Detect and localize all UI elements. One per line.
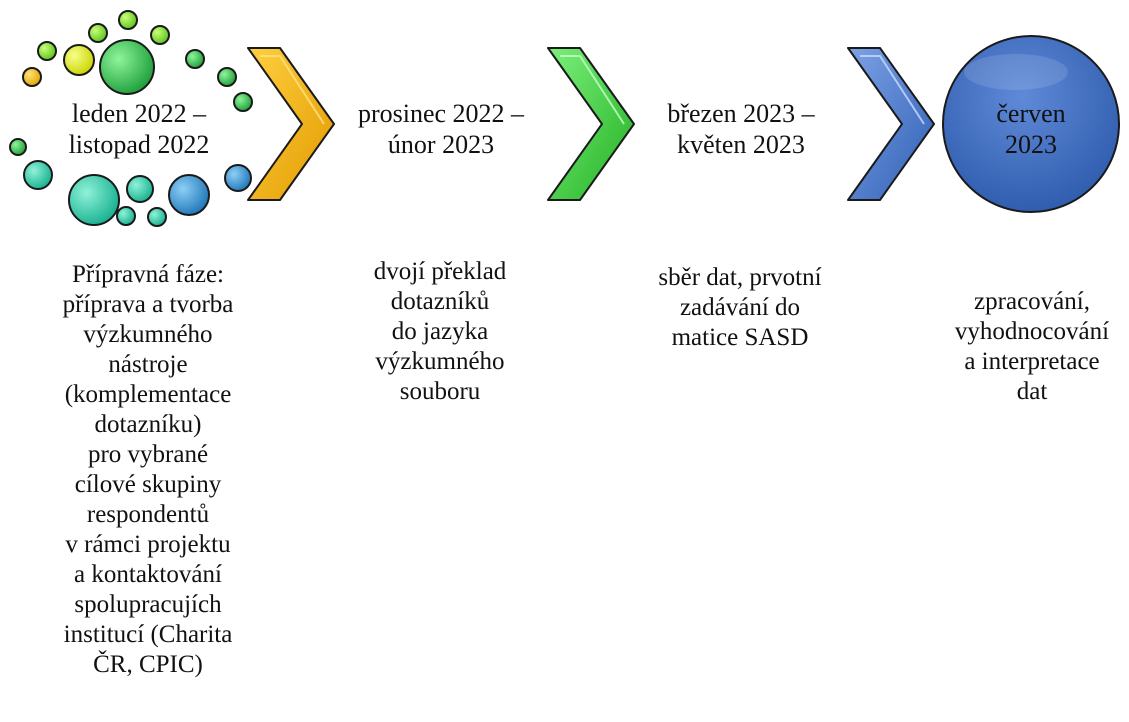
phase-4-date: červen 2023	[996, 99, 1066, 159]
bubble-icon	[185, 49, 205, 69]
bubble-icon	[217, 67, 237, 87]
phase-1-description: Přípravná fáze: příprava a tvorba výzkum…	[62, 261, 234, 678]
phase-2-date: prosinec 2022 – únor 2023	[357, 99, 525, 159]
bubble-icon	[23, 160, 53, 190]
phase-2-description: dvojí překlad dotazníků do jazyka výzkum…	[373, 258, 507, 405]
bubble-icon	[22, 67, 42, 87]
bubble-icon	[99, 39, 155, 95]
phase-4-description: zpracování, vyhodnocování a interpretace…	[954, 288, 1110, 405]
bubble-icon	[224, 164, 252, 192]
chevron-arrow-2	[547, 47, 635, 201]
bubble-icon	[168, 174, 210, 216]
bubble-icon	[9, 138, 27, 156]
phase-3-description: sběr dat, prvotní zadávání do matice SAS…	[658, 264, 822, 351]
bubble-icon	[88, 23, 108, 43]
bubble-icon	[63, 44, 95, 76]
final-circle	[942, 35, 1120, 213]
phase-1-date: leden 2022 – listopad 2022	[68, 99, 210, 159]
bubble-icon	[233, 92, 253, 112]
chevron-arrow-1	[247, 47, 335, 201]
bubble-icon	[126, 175, 154, 203]
bubble-icon	[147, 207, 167, 227]
bubble-icon	[68, 174, 120, 226]
bubble-icon	[118, 10, 138, 30]
bubble-icon	[150, 25, 170, 45]
bubble-icon	[116, 206, 136, 226]
phase-3-date: březen 2023 – květen 2023	[667, 99, 815, 159]
bubble-cluster	[9, 10, 253, 227]
bubble-icon	[37, 41, 57, 61]
chevron-arrow-3	[847, 47, 935, 201]
